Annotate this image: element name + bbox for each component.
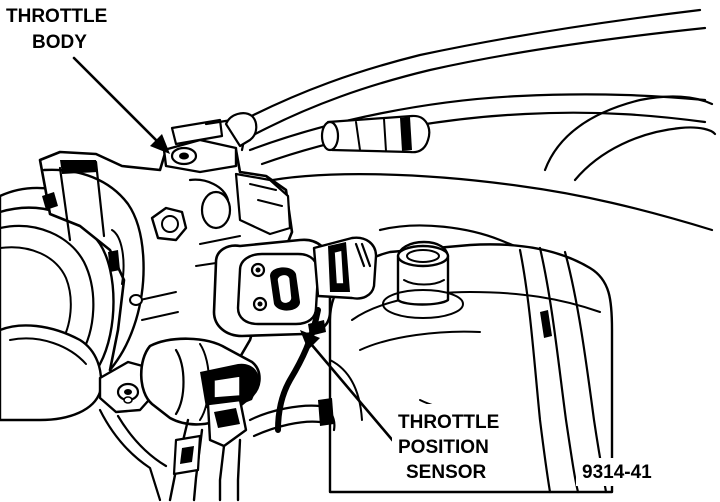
throttle-body-callout: THROTTLE BODY: [6, 6, 107, 53]
tps-callout: THROTTLE POSITION SENSOR: [392, 404, 512, 484]
throttle-body-label-line2: BODY: [32, 32, 87, 53]
tps-label-line2: POSITION: [398, 437, 489, 458]
canister: [320, 114, 431, 154]
throttle-body-arrowhead: [150, 134, 170, 154]
leader-lines: [72, 56, 396, 444]
tps-label-line3: SENSOR: [406, 462, 487, 483]
throttle-body-leader-line: [72, 56, 166, 150]
tps-arrowhead: [300, 330, 320, 350]
figure-number: 9314-41: [582, 462, 652, 483]
lower-fittings: [98, 294, 336, 502]
air-inlet: [0, 186, 135, 422]
throttle-body-label-line1: THROTTLE: [6, 6, 107, 27]
figure-number-group: 9314-41: [576, 458, 682, 486]
tps-leader-line: [304, 336, 396, 444]
throttle-position-sensor: [212, 236, 378, 433]
tps-label-line1: THROTTLE: [398, 412, 499, 433]
